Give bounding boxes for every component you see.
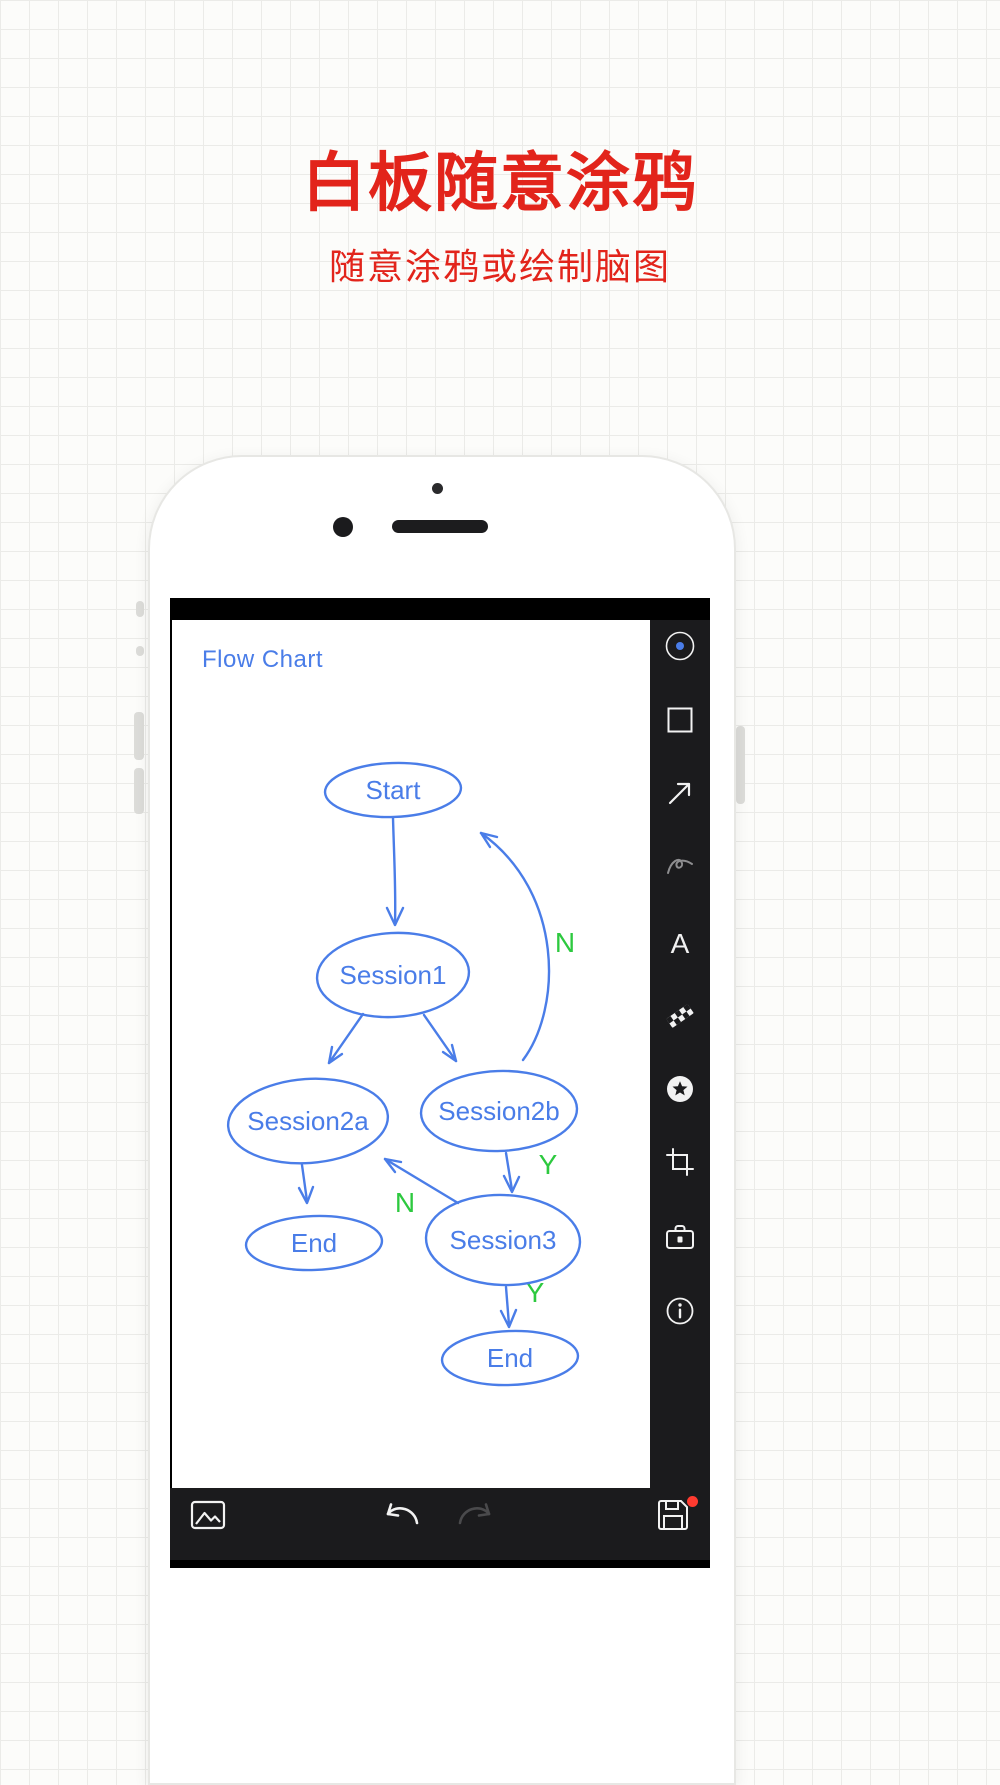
bottom-toolbar bbox=[170, 1488, 710, 1560]
flowchart-edge-session2a-end[interactable] bbox=[297, 1163, 315, 1205]
undo-button[interactable] bbox=[378, 1494, 424, 1540]
freehand-curve-tool-button[interactable] bbox=[658, 846, 702, 890]
curve-icon bbox=[664, 851, 696, 886]
node-label: Session1 bbox=[340, 960, 447, 990]
save-button[interactable] bbox=[650, 1494, 698, 1540]
edge-label-loop-n: N bbox=[555, 927, 575, 958]
hero-subtitle: 随意涂鸦或绘制脑图 bbox=[328, 246, 671, 287]
flowchart-node-end-bottom[interactable]: End bbox=[440, 1329, 580, 1388]
arrow-tool-button[interactable] bbox=[658, 773, 702, 817]
edge-label-session2b-y: Y bbox=[539, 1149, 558, 1180]
flowchart-node-session2b[interactable]: Session2b bbox=[419, 1068, 579, 1153]
undo-icon bbox=[379, 1499, 423, 1536]
canvas-title-text[interactable]: Flow Chart bbox=[202, 646, 324, 673]
pen-color-tool-button[interactable] bbox=[658, 626, 702, 670]
eraser-icon bbox=[664, 1000, 696, 1037]
volume-up-button bbox=[134, 712, 144, 760]
flowchart-node-session1[interactable]: Session1 bbox=[315, 929, 471, 1021]
flowchart-edge-session2b-session3[interactable] bbox=[502, 1151, 521, 1194]
node-label: Start bbox=[366, 775, 422, 805]
flowchart-node-session2a[interactable]: Session2a bbox=[225, 1074, 390, 1169]
pen-color-icon bbox=[663, 629, 697, 668]
flowchart-edge-start-session1[interactable] bbox=[385, 816, 405, 927]
flowchart-edge-session3-end[interactable] bbox=[499, 1285, 518, 1329]
redo-button[interactable] bbox=[453, 1494, 499, 1540]
hero-title: 白板随意涂鸦 bbox=[302, 147, 698, 219]
gallery-button[interactable] bbox=[185, 1494, 231, 1540]
mute-switch bbox=[136, 601, 144, 617]
volume-down-button bbox=[134, 768, 144, 814]
node-label: Session2b bbox=[438, 1096, 559, 1126]
flowchart-node-session3[interactable]: Session3 bbox=[424, 1192, 582, 1287]
text-tool-button[interactable]: A bbox=[658, 922, 702, 966]
diagonal-arrow-icon bbox=[665, 778, 695, 813]
speaker-grille bbox=[392, 520, 488, 533]
sensor-dot bbox=[432, 483, 443, 494]
flowchart-drawing: N Y N Y Start Session1 Session2a bbox=[225, 761, 582, 1388]
redo-icon bbox=[454, 1499, 498, 1536]
rectangle-tool-button[interactable] bbox=[658, 700, 702, 744]
app-screen: Flow Chart bbox=[170, 598, 710, 1568]
power-button bbox=[736, 726, 745, 804]
tool-sidebar: A bbox=[650, 620, 710, 1488]
flowchart-node-start[interactable]: Start bbox=[323, 761, 463, 820]
flowchart-edge-session1-session2b[interactable] bbox=[422, 1013, 458, 1063]
eraser-tool-button[interactable] bbox=[658, 996, 702, 1040]
node-label: Session2a bbox=[247, 1106, 369, 1136]
toolbox-tool-button[interactable] bbox=[658, 1217, 702, 1261]
rectangle-icon bbox=[665, 705, 695, 740]
gallery-icon bbox=[190, 1499, 226, 1536]
save-icon bbox=[656, 1498, 690, 1537]
side-notch bbox=[136, 646, 144, 656]
front-camera-dot bbox=[333, 517, 353, 537]
info-icon bbox=[665, 1296, 695, 1331]
toolbox-icon bbox=[664, 1222, 696, 1257]
node-label: End bbox=[291, 1228, 337, 1258]
node-label: Session3 bbox=[450, 1225, 557, 1255]
favorite-tool-button[interactable] bbox=[658, 1069, 702, 1113]
flowchart-edge-session1-session2a[interactable] bbox=[327, 1012, 365, 1065]
notification-badge bbox=[687, 1496, 698, 1507]
phone-mockup: Flow Chart bbox=[148, 455, 736, 1785]
node-label: End bbox=[487, 1343, 533, 1373]
edge-label-session3-y: Y bbox=[526, 1277, 545, 1308]
whiteboard-canvas[interactable]: Flow Chart bbox=[172, 620, 650, 1488]
info-tool-button[interactable] bbox=[658, 1291, 702, 1335]
flowchart-edge-loop-back-to-start[interactable] bbox=[479, 831, 551, 1062]
crop-icon bbox=[665, 1147, 695, 1182]
flowchart-edge-session3-back-left[interactable] bbox=[383, 1157, 460, 1205]
flowchart-node-end-left[interactable]: End bbox=[244, 1214, 384, 1273]
text-tool-icon: A bbox=[670, 928, 690, 959]
star-circle-icon bbox=[664, 1073, 696, 1110]
crop-tool-button[interactable] bbox=[658, 1142, 702, 1186]
edge-label-session3-n: N bbox=[395, 1187, 415, 1218]
